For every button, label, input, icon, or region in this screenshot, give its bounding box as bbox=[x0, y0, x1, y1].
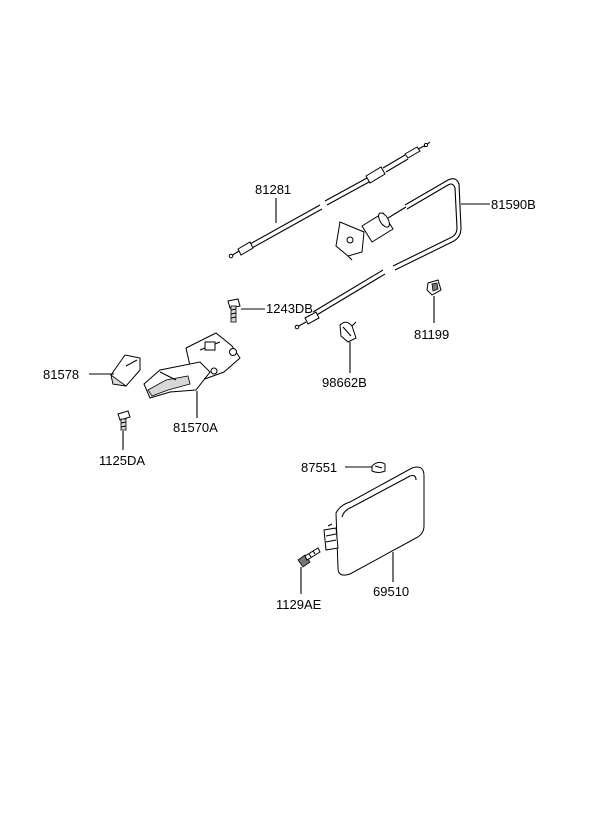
label-81590B: 81590B bbox=[491, 197, 536, 212]
fuel-door-69510 bbox=[323, 466, 425, 576]
label-1125DA: 1125DA bbox=[99, 453, 145, 468]
label-87551: 87551 bbox=[301, 460, 337, 475]
bolt-1125DA bbox=[117, 410, 131, 431]
label-1243DB: 1243DB bbox=[266, 301, 313, 316]
release-cable-81281 bbox=[228, 141, 431, 259]
leader-lines bbox=[89, 198, 490, 594]
label-98662B: 98662B bbox=[322, 375, 367, 390]
label-81281: 81281 bbox=[255, 182, 291, 197]
label-81570A: 81570A bbox=[173, 420, 218, 435]
bolt-1243DB bbox=[227, 298, 241, 323]
clip-98662B bbox=[339, 321, 357, 343]
release-lever-81570A bbox=[143, 332, 241, 399]
screw-1129AE bbox=[297, 547, 321, 568]
clip-81199 bbox=[426, 279, 442, 296]
part-labels: 81281 81590B 1243DB 81199 81578 98662B 8… bbox=[43, 182, 536, 612]
label-69510: 69510 bbox=[373, 584, 409, 599]
label-1129AE: 1129AE bbox=[276, 597, 322, 612]
cable-assembly-81590B bbox=[294, 178, 462, 330]
label-81578: 81578 bbox=[43, 367, 79, 382]
label-81199: 81199 bbox=[414, 327, 449, 342]
bumper-87551 bbox=[371, 461, 386, 473]
cover-81578 bbox=[110, 354, 141, 387]
